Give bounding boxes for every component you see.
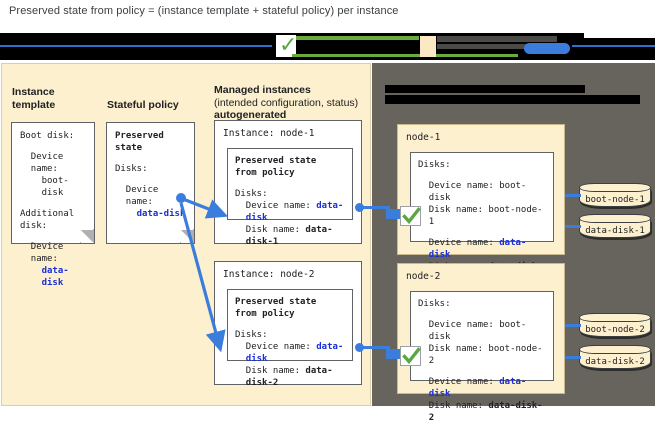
spacer <box>115 154 186 163</box>
instance-template-heading: Instance template <box>12 86 56 111</box>
banner-gray-bar-2 <box>437 44 532 49</box>
spacer <box>20 232 86 241</box>
managed-instance-node-1: Instance: node-1 Preserved state from po… <box>214 120 362 247</box>
banner-blue-line-right <box>572 45 655 47</box>
device-name-row: Device name: data-disk <box>245 201 344 223</box>
spacer <box>418 171 546 180</box>
spacer <box>235 179 345 188</box>
link-tab-node-1 <box>386 209 402 219</box>
connector-boot-node-2 <box>565 324 581 327</box>
banner-blue-blob <box>524 43 570 54</box>
node-2-disks-box: Disks: Device name: boot-disk Disk name:… <box>410 291 554 423</box>
green-check-icon-node-1 <box>400 206 421 226</box>
spacer <box>20 199 86 208</box>
spacer <box>418 228 546 237</box>
node-group-node-2: node-2 Disks: Device name: boot-disk Dis… <box>397 263 565 423</box>
banner-white-notch <box>584 33 655 38</box>
device-name-row: Device name: boot-disk <box>428 320 527 342</box>
link-dot-node-1 <box>355 203 364 212</box>
folded-corner-icon <box>181 230 195 244</box>
banner-gray-bar-1 <box>437 36 557 42</box>
disk-cylinder-boot-node-2: boot-node-2 <box>579 313 651 337</box>
banner-green-bar-bottom <box>292 54 518 57</box>
device-name-row: Device name: data-disk <box>428 238 527 260</box>
page-title: Preserved state from policy = (instance … <box>9 5 399 17</box>
disk-name-row: Disk name: boot-node-1 <box>428 205 543 227</box>
link-dot-node-2 <box>355 343 364 352</box>
disk-name-row: Disk name: data-disk-2 <box>428 401 543 423</box>
redacted-heading-bar-1 <box>385 85 585 93</box>
preserved-state-box-node-1: Preserved state from policy Disks: Devic… <box>227 148 353 247</box>
spacer <box>418 367 546 376</box>
connector-data-disk-1 <box>565 225 581 228</box>
green-check-icon-node-2 <box>400 346 421 366</box>
redacted-banner: ✓ <box>0 33 655 60</box>
disk-cylinder-boot-node-1: boot-node-1 <box>579 183 651 207</box>
managed-instances-heading: Managed instances (intended configuratio… <box>214 84 359 121</box>
link-line-node-2 <box>362 346 390 349</box>
spacer <box>115 175 186 184</box>
cylinder-lid <box>579 313 651 322</box>
disk-cylinder-data-disk-2: data-disk-2 <box>579 345 651 369</box>
node-1-disks-box: Disks: Device name: boot-disk Disk name:… <box>410 152 554 284</box>
instance-template-card: Boot disk: Device name: boot-disk Additi… <box>11 122 95 288</box>
cylinder-lid <box>579 183 651 192</box>
link-line-node-1 <box>362 206 390 209</box>
banner-cream-box <box>420 36 436 57</box>
stateful-policy-heading: Stateful policy <box>107 99 179 111</box>
banner-green-bar-top <box>296 36 419 40</box>
disk-name-row: Disk name: data-disk-2 <box>245 366 333 388</box>
cylinder-lid <box>579 345 651 354</box>
banner-check-backdrop <box>276 35 296 57</box>
disk-name-row: Disk name: data-disk-1 <box>245 225 333 247</box>
link-tab-node-2 <box>386 349 402 359</box>
diagram-canvas: Preserved state from policy = (instance … <box>0 0 655 407</box>
disk-name-row: Disk name: boot-node-2 <box>428 344 543 366</box>
folded-corner-icon <box>81 230 95 244</box>
banner-blue-line-left <box>0 45 272 47</box>
redacted-heading-bar-2 <box>385 95 640 104</box>
spacer <box>20 142 86 151</box>
spacer <box>235 320 345 329</box>
connector-boot-node-1 <box>565 194 581 197</box>
stateful-policy-card: Preserved state Disks: Device name: data… <box>106 122 195 244</box>
device-name-row: Device name: data-disk <box>245 342 344 364</box>
managed-instance-node-2: Instance: node-2 Preserved state from po… <box>214 261 362 388</box>
device-name-row: Device name: data-disk <box>428 377 527 399</box>
disk-cylinder-data-disk-1: data-disk-1 <box>579 214 651 238</box>
device-name-row: Device name: boot-disk <box>428 181 527 203</box>
node-group-node-1: node-1 Disks: Device name: boot-disk Dis… <box>397 124 565 284</box>
connector-data-disk-2 <box>565 356 581 359</box>
preserved-state-box-node-2: Preserved state from policy Disks: Devic… <box>227 289 353 388</box>
green-check-icon: ✓ <box>279 33 298 58</box>
spacer <box>418 310 546 319</box>
cylinder-lid <box>579 214 651 223</box>
